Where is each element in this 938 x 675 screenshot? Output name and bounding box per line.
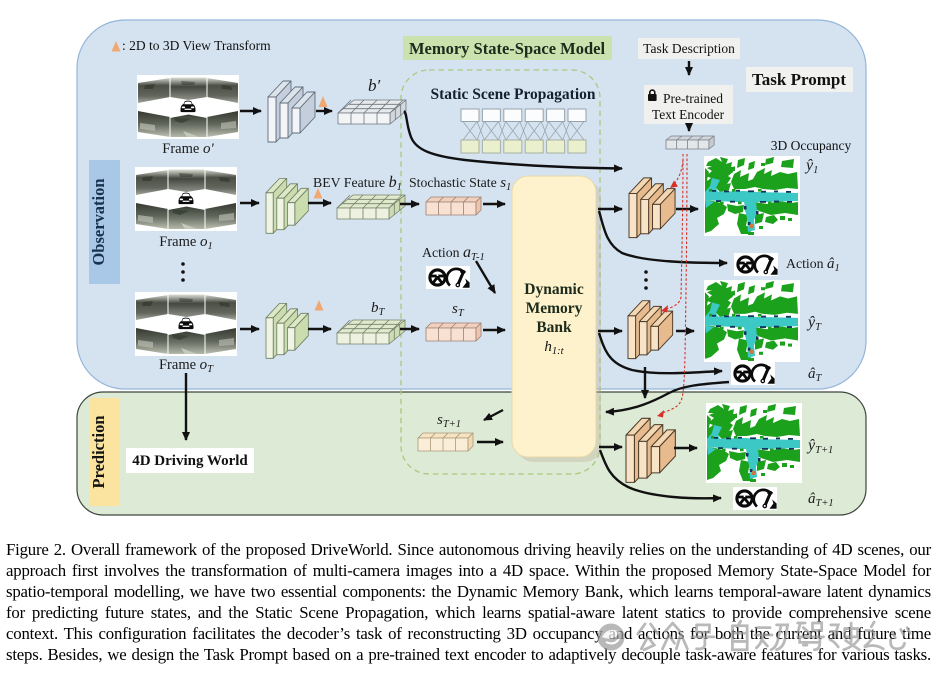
svg-text:Memory State-Space Model: Memory State-Space Model [409,39,606,58]
svg-text:Frame oT: Frame oT [159,357,214,375]
svg-text:Memory: Memory [526,300,583,317]
svg-text:Static Scene Propagation: Static Scene Propagation [430,86,595,103]
svg-text:Dynamic: Dynamic [524,281,584,298]
svg-text:Action aT-1: Action aT-1 [422,244,485,263]
svg-text:BEV Feature b1: BEV Feature b1 [313,174,402,193]
svg-text:b′: b′ [368,76,381,95]
svg-text:3D Occupancy: 3D Occupancy [771,138,852,153]
svg-text:Action â1: Action â1 [786,256,840,274]
svg-text:Observation: Observation [89,178,108,265]
svg-text:Bank: Bank [536,319,572,336]
svg-text:Prediction: Prediction [89,415,108,488]
svg-text:Frame o′: Frame o′ [162,141,214,157]
svg-text:4D Driving World: 4D Driving World [132,453,248,469]
svg-text:Pre-trained: Pre-trained [663,91,723,106]
svg-text:Stochastic State s1: Stochastic State s1 [409,175,511,193]
svg-text:Task Prompt: Task Prompt [752,70,846,89]
svg-text:Text Encoder: Text Encoder [652,107,725,122]
svg-text:Task Description: Task Description [643,41,735,56]
svg-text:: 2D to 3D View Transform: : 2D to 3D View Transform [122,38,271,53]
svg-text:Frame o1: Frame o1 [159,234,212,252]
